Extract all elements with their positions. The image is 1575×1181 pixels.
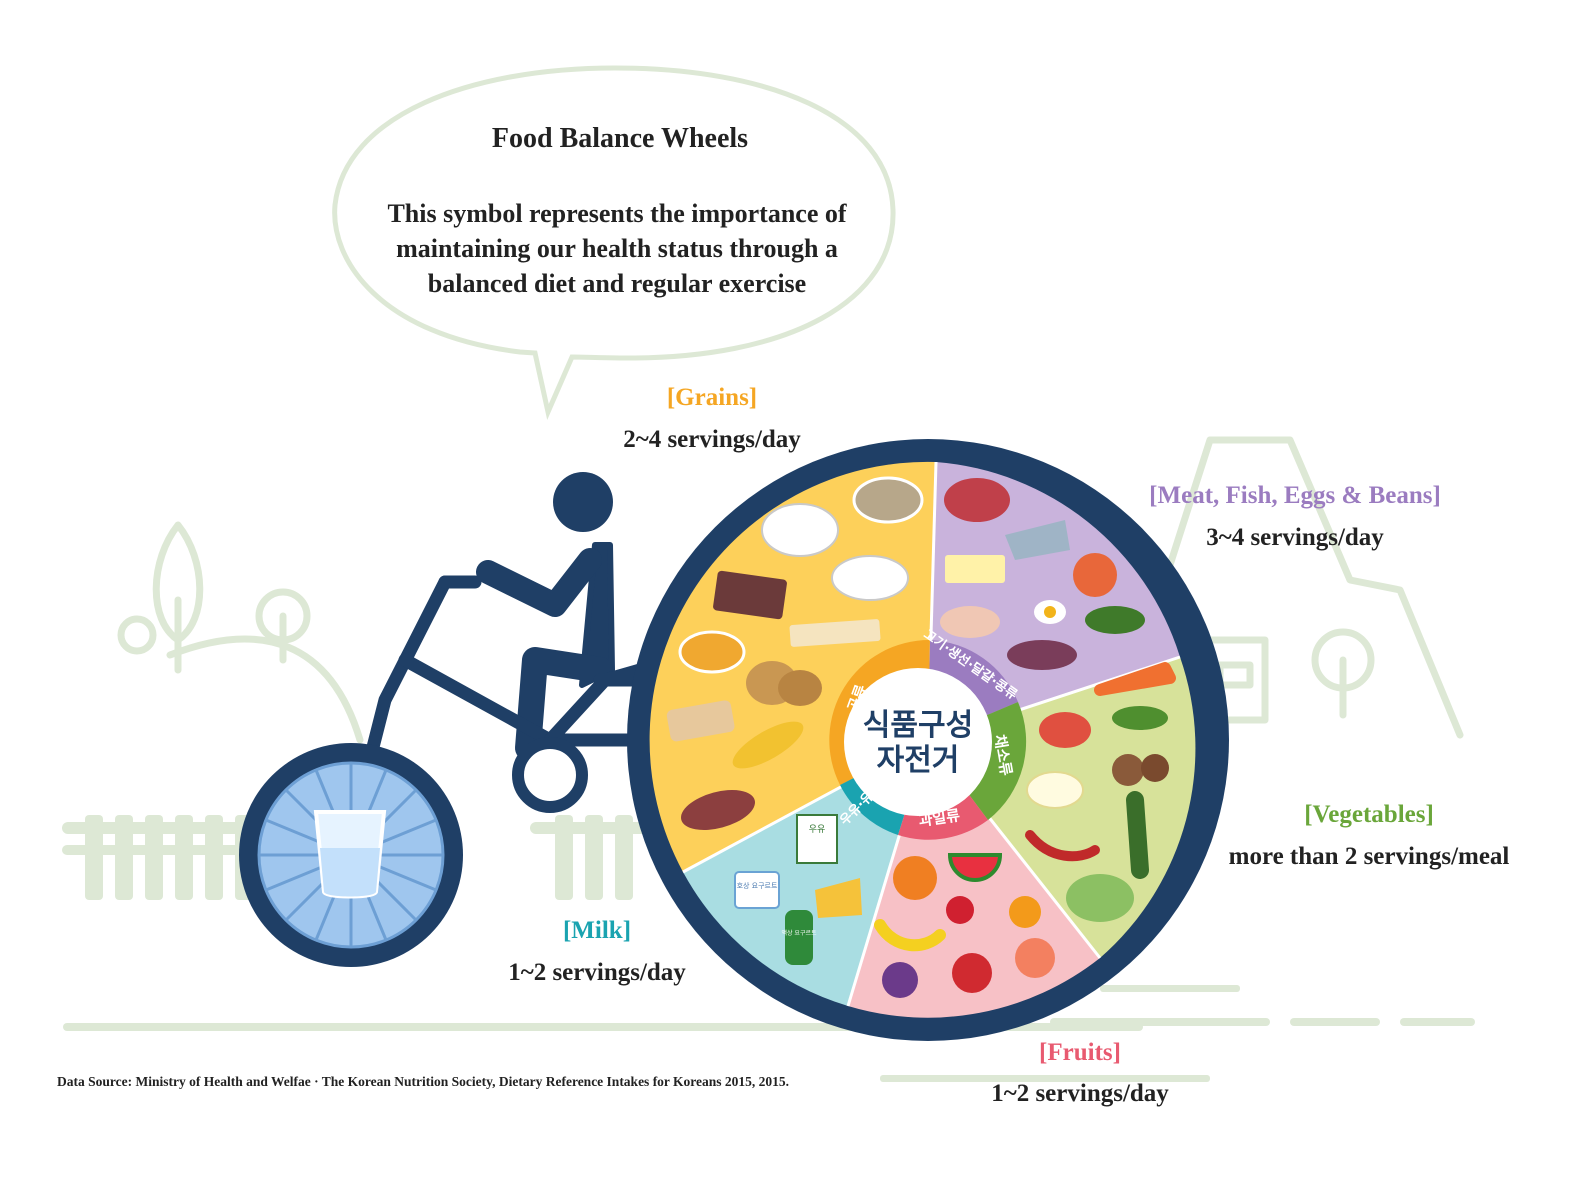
milk-foods: 우유 호상 요구르트 액상 요구르트 [734, 814, 862, 965]
yogurt-cup-icon [734, 871, 780, 909]
meat-foods [940, 478, 1145, 670]
fence-middle [530, 815, 650, 900]
beef-icon [944, 478, 1010, 522]
vegetables-servings: more than 2 servings/meal [1228, 843, 1510, 870]
milk-label: [Milk] [562, 917, 632, 944]
rider-figure [476, 472, 615, 761]
svg-text:액상 요구르트: 액상 요구르트 [781, 929, 817, 937]
rider-leg [515, 647, 613, 761]
fish-icon [1005, 520, 1070, 560]
vegetables-label: [Vegetables] [1304, 801, 1434, 828]
sweet-potato-icon [681, 790, 755, 830]
tofu-icon [945, 555, 1005, 583]
fruit-foods [874, 853, 1055, 998]
milk-carton-icon [796, 814, 838, 864]
tree-left-icon [152, 521, 204, 674]
beans-icon [1085, 606, 1145, 634]
persimmon-icon [893, 856, 937, 900]
meat-label: [Meat, Fish, Eggs & Beans] [1149, 482, 1441, 509]
svg-text:호상 요구르트: 호상 요구르트 [737, 881, 778, 890]
bean-sprouts-icon [1026, 771, 1084, 809]
lettuce-icon [1066, 874, 1134, 922]
hill-outline [166, 635, 364, 744]
grains-label: [Grains] [666, 384, 758, 411]
grains-foods [666, 476, 924, 830]
rider-head [553, 472, 613, 532]
cheese-icon [815, 878, 862, 918]
noodle-bowl-icon [831, 555, 909, 601]
back-wheel [239, 743, 463, 967]
multigrain-bowl-icon [852, 476, 924, 524]
dried-noodles-icon [789, 619, 881, 647]
cucumber-icon [1112, 706, 1168, 730]
wheel-hub [844, 668, 992, 816]
corn-kernels-icon [678, 630, 746, 674]
bubble-title: Food Balance Wheels [491, 123, 749, 154]
chicken-leg-icon [940, 606, 1000, 638]
watermelon-icon [947, 853, 1003, 882]
yogurt-bottle-icon [785, 910, 813, 965]
shrimp-icon [1073, 553, 1117, 597]
peach-icon [1015, 938, 1055, 978]
milk-servings: 1~2 servings/day [508, 959, 686, 986]
grapes-icon [882, 962, 918, 998]
banana-icon [874, 919, 946, 952]
rider-arm [476, 548, 602, 617]
kimchi-icon [1039, 712, 1091, 748]
vegetable-foods [1025, 662, 1176, 922]
fruits-label: [Fruits] [1039, 1039, 1121, 1066]
ground-lines [63, 985, 1475, 1082]
strawberry-icon [946, 896, 974, 924]
background-scenery [117, 436, 1464, 744]
mushroom-icon [1112, 754, 1144, 786]
svg-text:우유: 우유 [809, 824, 826, 835]
rice-bowl-icon [761, 503, 839, 557]
grains-servings: 2~4 servings/day [623, 426, 801, 453]
mountain-outline [1126, 436, 1464, 739]
carrot-icon [1094, 662, 1176, 696]
pepper-icon [1025, 830, 1100, 862]
speech-bubble [332, 65, 896, 421]
corn-cob-icon [732, 721, 804, 769]
bush-icon [117, 615, 157, 655]
food-wheel: 식품구성 자전거 곡류 고기·생선·달걀·콩류 채소류 과일류 우유·유제품 [627, 439, 1229, 1041]
apple-icon [952, 953, 992, 993]
hub-label-line1: 식품구성 [863, 708, 973, 743]
fruits-ring-label: 과일류 [918, 806, 962, 830]
pedal-crank [512, 737, 588, 813]
seaweed-icon [1126, 791, 1149, 879]
bubble-description: This symbol represents the importance of… [387, 199, 847, 298]
tangerine-icon [1009, 896, 1041, 928]
squid-icon [1007, 640, 1077, 670]
rice-cake-icon [713, 570, 787, 620]
fruits-servings: 1~2 servings/day [991, 1080, 1169, 1107]
hub-label-line2: 자전거 [877, 743, 960, 778]
meat-servings: 3~4 servings/day [1206, 524, 1384, 551]
bread-slices-icon [666, 700, 735, 742]
data-source-note: Data Source: Ministry of Health and Welf… [57, 1074, 790, 1089]
